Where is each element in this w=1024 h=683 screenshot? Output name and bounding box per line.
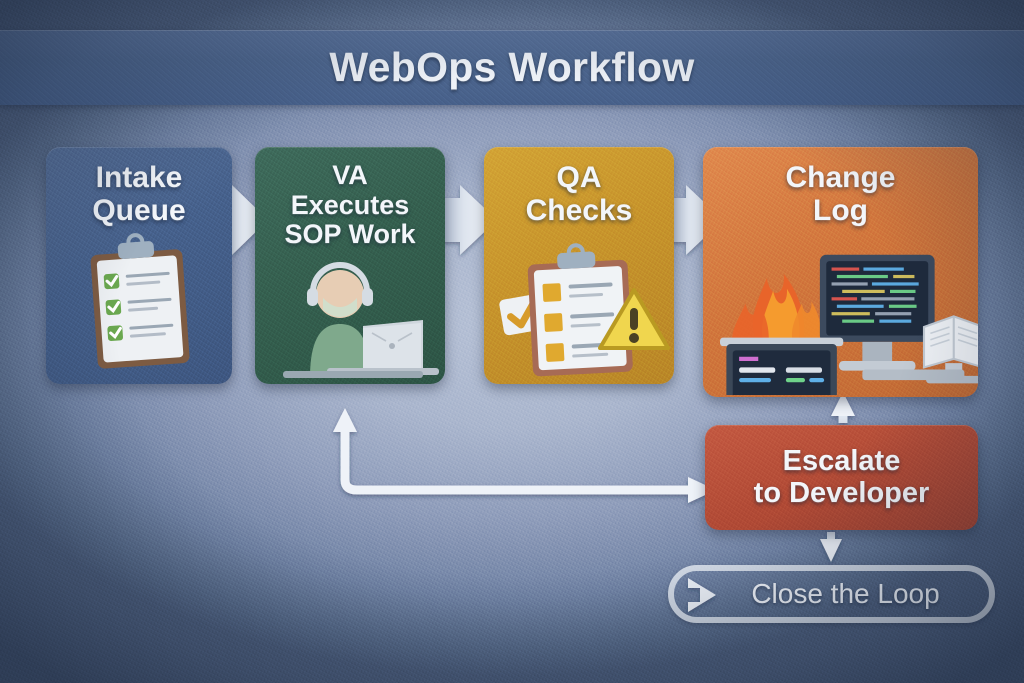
- node-label-change-log: Change Log: [785, 161, 896, 227]
- node-qa-checks[interactable]: QA Checks: [484, 147, 674, 384]
- connector-feedback-loop: [333, 408, 716, 503]
- loop-opening: [668, 559, 714, 577]
- agent-headset-laptop-icon: [283, 262, 439, 378]
- page-title: WebOps Workflow: [329, 44, 695, 90]
- connector-escalate-to-loop: [820, 532, 842, 562]
- card-texture: [255, 147, 445, 384]
- node-label-va-executes-sop-work: VA Executes SOP Work: [284, 160, 416, 250]
- clipboard-checklist-icon: [90, 233, 190, 369]
- node-label-escalate-to-developer: Escalate to Developer: [753, 444, 930, 509]
- card-texture: [705, 425, 978, 530]
- node-label-intake-queue: Intake Queue: [92, 161, 186, 227]
- clipboard-check-warning-icon: [499, 243, 670, 377]
- node-escalate-to-developer[interactable]: Escalate to Developer: [705, 425, 978, 530]
- node-va-executes-sop-work[interactable]: VA Executes SOP Work: [255, 147, 445, 384]
- node-label-qa-checks: QA Checks: [525, 161, 633, 227]
- card-texture: [484, 147, 674, 384]
- card-texture: [703, 147, 978, 397]
- node-change-log[interactable]: Change Log: [703, 147, 978, 397]
- fire-icon: [732, 273, 822, 353]
- node-close-the-loop[interactable]: Close the Loop: [668, 565, 995, 623]
- node-intake-queue[interactable]: Intake Queue: [46, 147, 232, 384]
- node-label-close-the-loop: Close the Loop: [751, 578, 940, 609]
- title-banner: WebOps Workflow: [0, 30, 1024, 105]
- monitors-fire-notebook-icon: [720, 254, 978, 395]
- card-texture: [46, 147, 232, 384]
